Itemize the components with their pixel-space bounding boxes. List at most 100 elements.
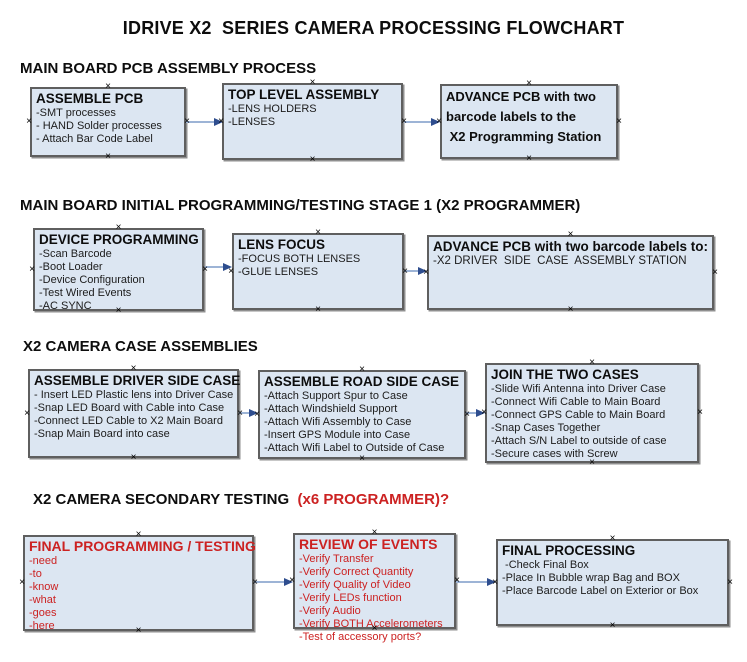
connection-handle-icon: ×: [218, 115, 224, 127]
flow-box-final-processing: ×××× FINAL PROCESSING -Check Final Box -…: [492, 534, 733, 631]
section-heading-secondary-testing: X2 CAMERA SECONDARY TESTING (x6 PROGRAMM…: [33, 491, 449, 508]
arrow-line: [239, 412, 251, 414]
arrow-head-icon: [223, 263, 232, 271]
box-title: ASSEMBLE DRIVER SIDE CASE: [34, 373, 241, 388]
connection-handle-icon: ×: [436, 115, 442, 127]
section-heading-pcb-assembly: MAIN BOARD PCB ASSEMBLY PROCESS: [20, 60, 317, 77]
connection-handle-icon: ×: [24, 407, 30, 419]
connection-handle-icon: ×: [254, 408, 260, 420]
arrow-head-icon: [418, 267, 427, 275]
box-item: -Verify Transfer: [299, 553, 374, 565]
box-title: REVIEW OF EVENTS: [299, 536, 438, 552]
box-title: FINAL PROCESSING: [502, 543, 636, 558]
flow-arrow: [186, 118, 223, 126]
connection-handle-icon: ×: [359, 364, 365, 375]
box-item: -Check Final Box: [502, 559, 589, 571]
arrow-head-icon: [284, 578, 293, 586]
connection-handle-icon: ×: [423, 266, 429, 278]
box-item: -to: [29, 568, 42, 580]
box-title: FINAL PROGRAMMING / TESTING: [29, 538, 256, 554]
arrow-line: [404, 121, 433, 123]
arrow-line: [186, 121, 216, 123]
arrow-head-icon: [476, 409, 485, 417]
flow-arrow: [254, 578, 293, 586]
box-item: -Scan Barcode: [39, 248, 112, 260]
arrow-line: [456, 581, 489, 583]
box-item: -Attach Wifi Label to Outside of Case: [264, 442, 445, 454]
flow-arrow: [205, 263, 232, 271]
box-item: -Secure cases with Screw: [491, 448, 618, 460]
connection-handle-icon: ×: [454, 575, 460, 586]
connection-handle-icon: ×: [29, 263, 35, 275]
box-item: -here: [29, 620, 55, 632]
flow-box-top-level-assembly: ×××× TOP LEVEL ASSEMBLY -LENS HOLDERS -L…: [218, 78, 407, 165]
flow-box-advance-pcb-programming-station: ×××× ADVANCE PCB with two barcode labels…: [436, 79, 622, 164]
arrow-line: [404, 270, 420, 272]
connection-handle-icon: ×: [589, 457, 595, 468]
box-item: -Device Configuration: [39, 274, 145, 286]
box-item: -goes: [29, 607, 57, 619]
connection-handle-icon: ×: [130, 452, 137, 463]
arrow-line: [205, 266, 225, 268]
box-item: -Slide Wifi Antenna into Driver Case: [491, 383, 666, 395]
section-heading-case-assemblies: X2 CAMERA CASE ASSEMBLIES: [23, 338, 258, 355]
connection-handle-icon: ×: [184, 116, 190, 127]
connection-handle-icon: ×: [105, 81, 111, 92]
connection-handle-icon: ×: [371, 623, 378, 634]
box-item: -FOCUS BOTH LENSES: [238, 253, 361, 265]
box-item: -Verify BOTH Accelerometers: [299, 618, 443, 630]
box-title-line: barcode labels to the: [446, 109, 577, 124]
flow-arrow: [466, 409, 485, 417]
box-item: -X2 DRIVER SIDE CASE ASSEMBLY STATION: [433, 255, 687, 267]
connection-handle-icon: ×: [492, 576, 498, 588]
connection-handle-icon: ×: [526, 153, 532, 164]
connection-handle-icon: ×: [19, 577, 25, 588]
flow-box-assemble-road-side-case: ×××× ASSEMBLE ROAD SIDE CASE -Attach Sup…: [254, 365, 470, 464]
box-title-line: ADVANCE PCB with two: [446, 89, 596, 104]
flow-box-device-programming: ×××× DEVICE PROGRAMMING -Scan Barcode -B…: [29, 223, 208, 316]
box-item: -Verify Correct Quantity: [299, 566, 414, 578]
arrow-head-icon: [249, 409, 258, 417]
box-item-overflow: -Test of accessory ports?: [299, 631, 422, 643]
box-item: -Place In Bubble wrap Bag and BOX: [502, 572, 680, 584]
box-item: -Connect LED Cable to X2 Main Board: [34, 415, 223, 427]
flow-arrow: [404, 118, 440, 126]
flow-box-lens-focus: ×××× LENS FOCUS -FOCUS BOTH LENSES -GLUE…: [228, 228, 408, 315]
connection-handle-icon: ×: [135, 625, 142, 636]
connection-handle-icon: ×: [315, 227, 321, 238]
arrow-head-icon: [431, 118, 440, 126]
box-item: -Connect Wifi Cable to Main Board: [491, 396, 661, 408]
box-item: - Attach Bar Code Label: [36, 133, 153, 145]
box-item: -Verify Quality of Video: [299, 579, 411, 591]
box-item: -Snap Cases Together: [491, 422, 601, 434]
box-item: -Attach S/N Label to outside of case: [491, 435, 667, 447]
box-item: -Snap Main Board into case: [34, 428, 170, 440]
connection-handle-icon: ×: [130, 363, 137, 374]
flow-box-assemble-driver-side-case: ×××× ASSEMBLE DRIVER SIDE CASE - Insert …: [24, 364, 243, 463]
connection-handle-icon: ×: [589, 357, 595, 368]
box-item: - Insert LED Plastic lens into Driver Ca…: [34, 389, 234, 401]
connection-handle-icon: ×: [135, 529, 142, 540]
box-title: LENS FOCUS: [238, 237, 326, 252]
arrow-head-icon: [487, 578, 496, 586]
section-heading-initial-programming: MAIN BOARD INITIAL PROGRAMMING/TESTING S…: [20, 197, 581, 214]
connection-handle-icon: ×: [567, 304, 574, 315]
box-item: -Attach Windshield Support: [264, 403, 398, 415]
connection-handle-icon: ×: [228, 265, 234, 277]
box-item: -Verify LEDs function: [299, 592, 402, 604]
box-title-line: X2 Programming Station: [446, 129, 602, 144]
box-title: DEVICE PROGRAMMING: [39, 232, 199, 247]
box-item: -what: [29, 594, 56, 606]
connection-handle-icon: ×: [359, 453, 365, 464]
box-item: -Test Wired Events: [39, 287, 132, 299]
box-item: -LENS HOLDERS: [228, 103, 317, 115]
connection-handle-icon: ×: [712, 266, 718, 278]
flow-box-final-programming-testing: ×××× FINAL PROGRAMMING / TESTING -need -…: [19, 530, 258, 636]
flow-arrow: [456, 578, 496, 586]
box-item: -GLUE LENSES: [238, 266, 319, 278]
connection-handle-icon: ×: [526, 78, 532, 89]
box-item: - HAND Solder processes: [36, 120, 162, 132]
box-item: -Snap LED Board with Cable into Case: [34, 402, 225, 414]
box-item: -Attach Support Spur to Case: [264, 390, 408, 402]
